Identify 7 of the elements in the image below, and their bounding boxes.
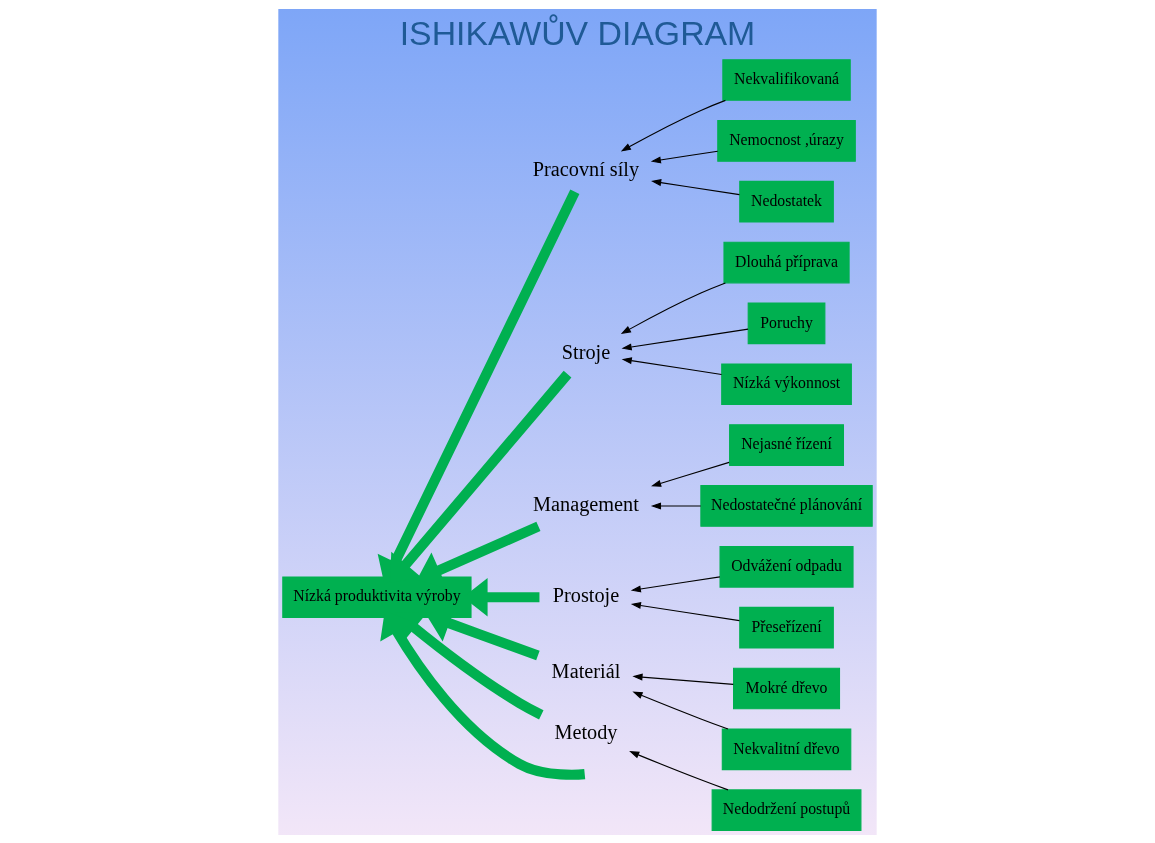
node-text: Management	[533, 492, 639, 515]
node-text: Pracovní síly	[532, 157, 640, 180]
node-text: Stroje	[561, 340, 611, 363]
diagram-title: ISHIKAWŮV DIAGRAM	[399, 13, 756, 52]
node-text: Metody	[554, 720, 618, 743]
node-text: Prostoje	[552, 583, 620, 606]
node-text: Materiál	[551, 659, 621, 682]
